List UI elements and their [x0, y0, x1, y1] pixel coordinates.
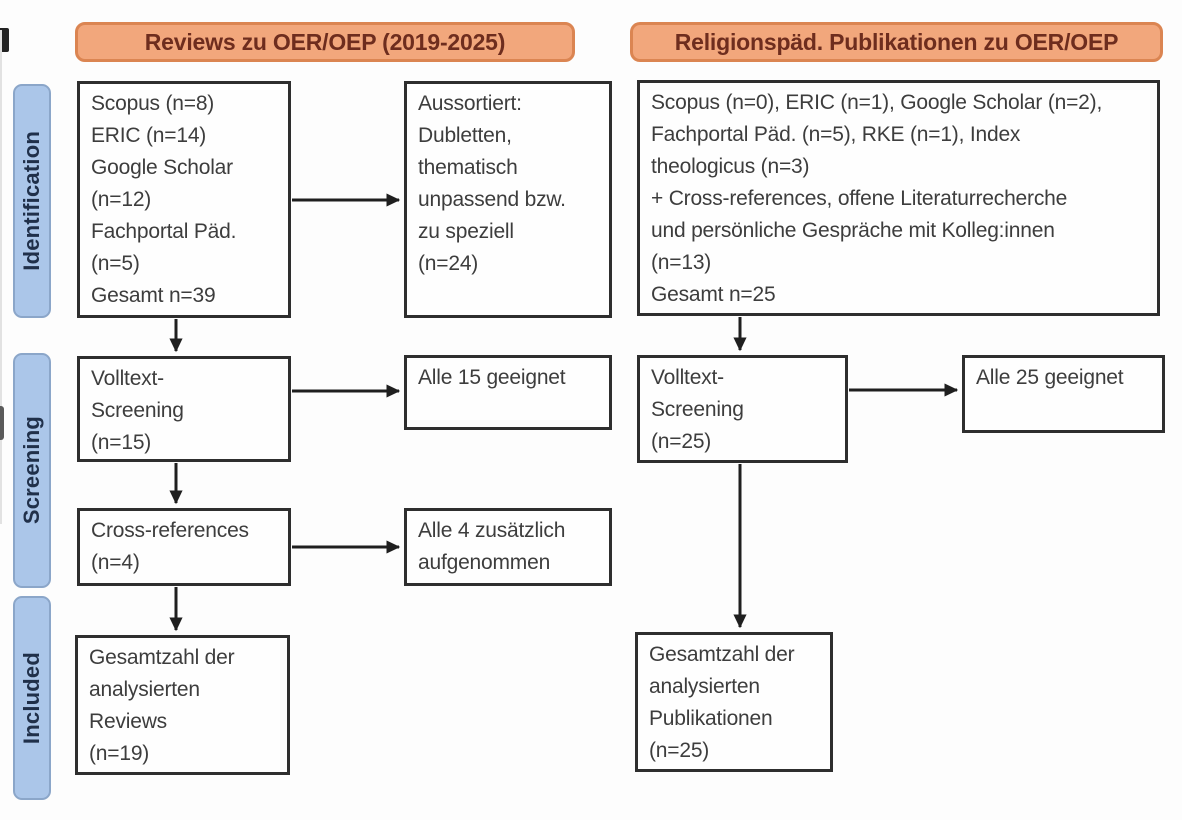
stage-label-identification-text: Identification — [19, 131, 44, 271]
stage-label-screening: Screening — [13, 353, 51, 588]
box-left-fulltext-screening: Volltext- Screening (n=15) — [77, 356, 291, 462]
box-left-total-reviews: Gesamtzahl der analysierten Reviews (n=1… — [75, 635, 290, 775]
column-header-religionspaed: Religionspäd. Publikationen zu OER/OEP — [630, 22, 1163, 62]
box-right-total-publications: Gesamtzahl der analysierten Publikatione… — [635, 632, 833, 772]
edge-artifact-mid — [0, 406, 4, 440]
box-right-all-suitable: Alle 25 geeignet — [962, 355, 1165, 433]
box-right-identification-sources: Scopus (n=0), ERIC (n=1), Google Scholar… — [637, 80, 1160, 316]
box-left-all-suitable: Alle 15 geeignet — [404, 355, 612, 430]
box-right-fulltext-screening: Volltext- Screening (n=25) — [637, 355, 848, 463]
stage-label-identification: Identification — [13, 84, 51, 318]
box-left-identification-sources: Scopus (n=8) ERIC (n=14) Google Scholar … — [77, 81, 291, 318]
stage-label-included-text: Included — [19, 651, 44, 745]
stage-label-screening-text: Screening — [19, 416, 44, 525]
column-header-reviews: Reviews zu OER/OEP (2019-2025) — [75, 22, 575, 62]
stage-label-included: Included — [13, 596, 51, 800]
box-left-additionally-included: Alle 4 zusätzlich aufgenommen — [404, 508, 612, 586]
box-left-excluded: Aussortiert: Dubletten, thematisch unpas… — [404, 81, 612, 318]
edge-artifact-top — [0, 28, 9, 52]
edge-artifact-line — [0, 30, 2, 524]
box-left-cross-references: Cross-references (n=4) — [77, 508, 291, 586]
